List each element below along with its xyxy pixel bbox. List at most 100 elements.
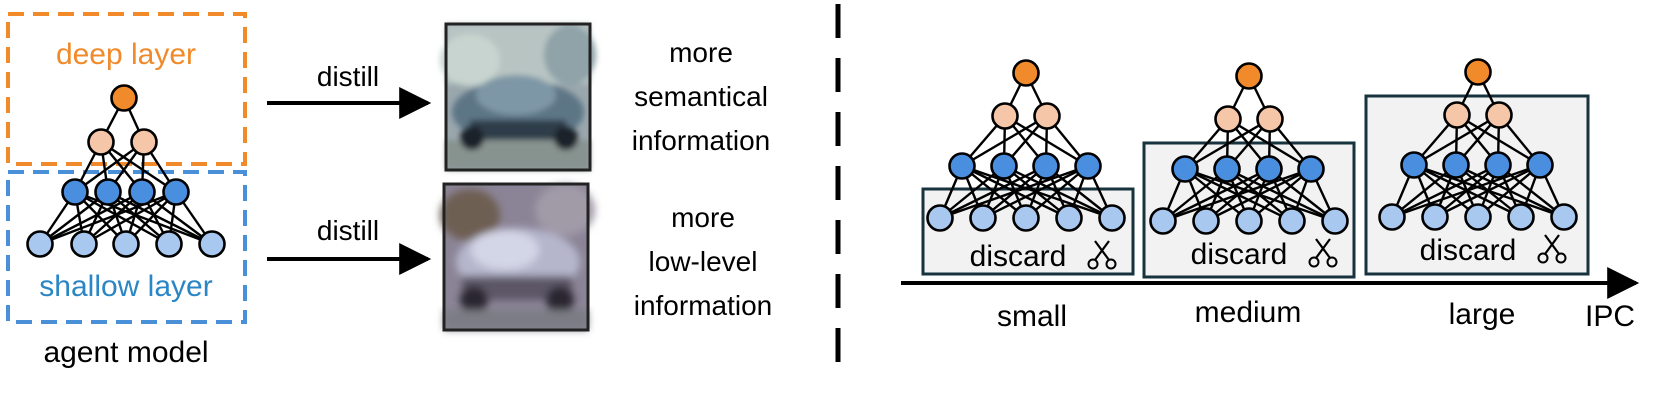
ipc-group-medium: discard — [1142, 62, 1356, 279]
ipc-net-large-node-layer-3 — [1442, 151, 1470, 179]
semantic-desc-line-2: semantical — [634, 81, 768, 112]
low-level-desc-line-1: more — [671, 202, 735, 233]
low-level-description: more low-level information — [634, 202, 773, 321]
agent-model-label: agent model — [43, 336, 208, 369]
ipc-net-small-node-layer-2 — [991, 102, 1019, 130]
ipc-net-medium-node-layer-2 — [1214, 105, 1242, 133]
size-label-large: large — [1449, 298, 1516, 331]
ipc-net-medium-node-layer-4 — [1149, 207, 1177, 235]
shallow-layer-box — [6, 170, 247, 324]
ipc-net-small-node-layer-4 — [1055, 204, 1083, 232]
ipc-net-large-node-layer-4 — [1464, 203, 1492, 231]
ipc-net-large-nodes — [1378, 58, 1578, 231]
ipc-net-large-node-layer-3 — [1484, 151, 1512, 179]
size-label-medium: medium — [1195, 296, 1302, 329]
agent-net-node-layer-2 — [87, 128, 115, 156]
semantic-desc-line-3: information — [632, 125, 771, 156]
ipc-group-large: discard — [1364, 58, 1590, 276]
agent-net-edge — [74, 190, 170, 246]
ipc-net-small-edge — [982, 164, 1089, 220]
agent-network — [26, 84, 226, 258]
low-level-desc-line-2: low-level — [649, 246, 758, 277]
ipc-net-small-node-layer-3 — [948, 152, 976, 180]
ipc-net-small-node-layer-4 — [926, 204, 954, 232]
discard-label-medium: discard — [1191, 238, 1288, 271]
agent-net-edge — [39, 190, 143, 246]
ipc-groups: discard discard discard — [921, 58, 1590, 279]
agent-net-node-layer-3 — [61, 178, 89, 206]
ipc-net-medium-node-layer-3 — [1213, 155, 1241, 183]
ipc-net-medium-edge — [1162, 167, 1312, 223]
ipc-net-large-edge — [1434, 163, 1541, 219]
ipc-net-small-edge — [939, 164, 1047, 220]
ipc-net-medium-node-layer-3 — [1171, 155, 1199, 183]
scissors-icon — [1537, 234, 1567, 264]
agent-net-edge — [39, 190, 177, 246]
ipc-net-small-node-layer-3 — [990, 152, 1018, 180]
low-level-desc-line-3: information — [634, 290, 773, 321]
ipc-net-small-node-layer-2 — [1033, 102, 1061, 130]
ipc-net-small-edge — [939, 164, 1089, 220]
ipc-net-medium-nodes — [1149, 62, 1349, 235]
scissors-icon — [1308, 238, 1338, 268]
ipc-net-medium-edge — [1205, 167, 1312, 223]
ipc-net-large-node-layer-4 — [1378, 203, 1406, 231]
ipc-net-small-node-layer-4 — [969, 204, 997, 232]
ipc-panel: discard discard discard IPC small medium l… — [901, 58, 1640, 333]
ipc-net-small-nodes — [926, 59, 1126, 232]
agent-net-node-layer-3 — [162, 178, 190, 206]
ipc-group-small: discard — [921, 59, 1135, 276]
ipc-net-large-node-layer-2 — [1485, 101, 1513, 129]
distill-label-bottom: distill — [317, 215, 379, 246]
agent-net-nodes — [26, 84, 226, 258]
agent-net-node-layer-4 — [155, 230, 183, 258]
semantic-description: more semantical information — [632, 37, 771, 156]
ipc-net-small-node-layer-4 — [1098, 204, 1126, 232]
ipc-net-large-node-layer-1 — [1464, 58, 1492, 86]
ipc-net-medium-node-layer-4 — [1192, 207, 1220, 235]
ipc-net-medium-node-layer-4 — [1321, 207, 1349, 235]
agent-net-edge — [74, 141, 145, 193]
ipc-net-small-node-layer-1 — [1012, 59, 1040, 87]
distilled-image-semantic — [440, 22, 596, 172]
ipc-net-medium-edge — [1184, 117, 1271, 171]
ipc-net-medium-node-layer-1 — [1235, 62, 1263, 90]
ipc-axis-label: IPC — [1585, 300, 1635, 333]
ipc-net-medium-node-layer-2 — [1256, 105, 1284, 133]
ipc-net-medium-edge — [1162, 167, 1270, 223]
size-label-small: small — [997, 300, 1067, 333]
ipc-net-medium-node-layer-3 — [1297, 155, 1325, 183]
ipc-net-large-node-layer-3 — [1526, 151, 1554, 179]
ipc-net-small-node-layer-3 — [1074, 152, 1102, 180]
ipc-net-small-edges — [938, 72, 1114, 220]
agent-net-node-layer-4 — [26, 230, 54, 258]
ipc-net-large-edge — [1391, 163, 1541, 219]
discard-label-large: discard — [1420, 234, 1517, 267]
agent-model-panel: deep layer shallow layer agent model — [6, 12, 247, 369]
distilled-image-low-level — [440, 182, 595, 332]
ipc-net-large-node-layer-4 — [1507, 203, 1535, 231]
ipc-net-large-node-layer-3 — [1400, 151, 1428, 179]
agent-net-node-layer-4 — [198, 230, 226, 258]
deep-layer-box — [6, 12, 247, 166]
agent-net-edge — [39, 191, 109, 245]
shallow-layer-label: shallow layer — [39, 270, 212, 303]
distill-panel: distill distill — [267, 22, 773, 332]
agent-net-node-layer-4 — [112, 230, 140, 258]
ipc-net-small-node-layer-3 — [1032, 152, 1060, 180]
ipc-net-large-node-layer-2 — [1443, 101, 1471, 129]
ipc-net-medium-node-layer-4 — [1278, 207, 1306, 235]
ipc-net-medium-node-layer-4 — [1235, 207, 1263, 235]
ipc-net-large-node-layer-4 — [1550, 203, 1578, 231]
ipc-net-small-edge — [961, 114, 1048, 168]
agent-net-node-layer-3 — [94, 178, 122, 206]
ipc-net-large-edge — [1413, 113, 1500, 167]
ipc-net-small-node-layer-4 — [1012, 204, 1040, 232]
agent-net-edge — [100, 141, 177, 193]
agent-net-edge — [83, 190, 177, 246]
agent-net-node-layer-1 — [110, 84, 138, 112]
agent-net-node-layer-4 — [70, 230, 98, 258]
distill-label-top: distill — [317, 61, 379, 92]
ipc-net-large-node-layer-4 — [1421, 203, 1449, 231]
